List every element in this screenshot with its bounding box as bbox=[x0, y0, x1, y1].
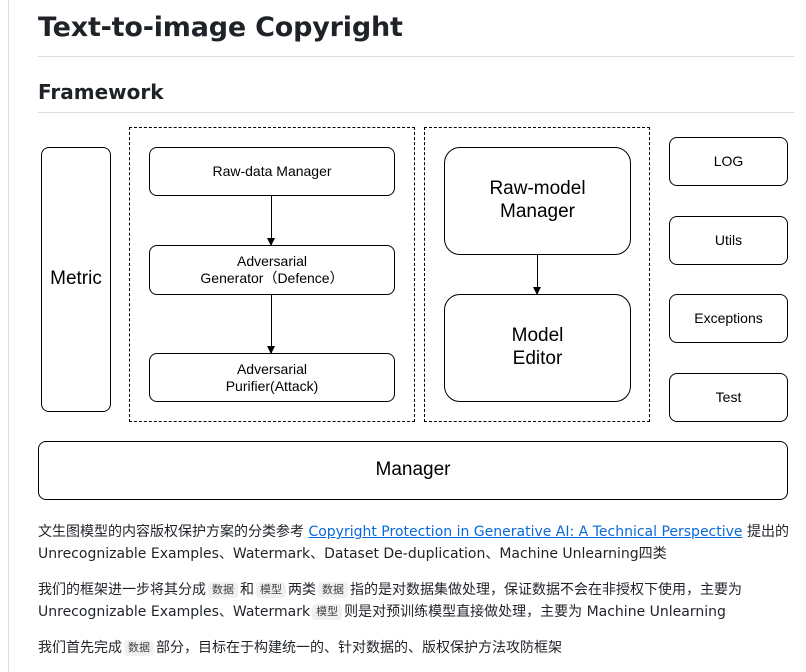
paragraph-classification: 文生图模型的内容版权保护方案的分类参考 Copyright Protection… bbox=[38, 521, 794, 565]
inline-code-data: 数据 bbox=[318, 582, 348, 598]
raw-data-manager-box: Raw-data Manager bbox=[149, 147, 395, 196]
model-module-group bbox=[424, 127, 650, 422]
exceptions-box: Exceptions bbox=[669, 294, 788, 343]
inline-code-model: 模型 bbox=[256, 582, 286, 598]
left-border bbox=[8, 0, 9, 672]
paragraph-text: 我们的框架进一步将其分成 bbox=[38, 582, 206, 598]
arrow-down-1 bbox=[267, 196, 275, 246]
metric-box: Metric bbox=[41, 147, 111, 412]
utils-box: Utils bbox=[669, 216, 788, 265]
model-editor-box: Model Editor bbox=[444, 294, 631, 402]
paragraph-text: 提出的 Unrecognizable Examples、Watermark、Da… bbox=[38, 524, 789, 562]
paragraph-text: 文生图模型的内容版权保护方案的分类参考 bbox=[38, 524, 309, 540]
paragraph-framework-split: 我们的框架进一步将其分成数据和模型两类数据指的是对数据集做处理，保证数据不会在非… bbox=[38, 579, 794, 623]
inline-code-model: 模型 bbox=[312, 604, 343, 620]
paragraph-text: 则是对预训练模型直接做处理，主要为 Machine Unlearning bbox=[344, 604, 726, 620]
arrow-down-2 bbox=[267, 295, 275, 354]
paper-link[interactable]: Copyright Protection in Generative AI: A… bbox=[308, 524, 743, 540]
manager-box: Manager bbox=[38, 441, 788, 500]
framework-diagram: Metric Raw-data Manager Adversarial Gene… bbox=[38, 127, 788, 500]
data-module-group bbox=[129, 127, 415, 422]
raw-model-manager-box: Raw-model Manager bbox=[444, 147, 631, 255]
section-divider bbox=[38, 112, 794, 113]
paragraph-text: 指的是对数据集做处理，保证数据不会在非授权下使用，主要为 Unrecogniza… bbox=[38, 582, 742, 620]
inline-code-data: 数据 bbox=[208, 582, 238, 598]
inline-code-data: 数据 bbox=[124, 640, 154, 656]
adversarial-purifier-box: Adversarial Purifier(Attack) bbox=[149, 353, 395, 402]
paragraph-first-step: 我们首先完成数据部分，目标在于构建统一的、针对数据的、版权保护方法攻防框架 bbox=[38, 637, 794, 659]
log-box: LOG bbox=[669, 137, 788, 186]
paragraph-text: 两类 bbox=[288, 582, 316, 598]
title-divider bbox=[38, 56, 794, 57]
paragraph-text: 和 bbox=[240, 582, 254, 598]
test-box: Test bbox=[669, 373, 788, 422]
adversarial-generator-box: Adversarial Generator（Defence） bbox=[149, 245, 395, 295]
paragraph-text: 部分，目标在于构建统一的、针对数据的、版权保护方法攻防框架 bbox=[156, 640, 562, 656]
paragraph-text: 我们首先完成 bbox=[38, 640, 122, 656]
arrow-down-3 bbox=[533, 255, 541, 295]
page-title: Text-to-image Copyright bbox=[38, 12, 403, 43]
section-heading: Framework bbox=[38, 80, 164, 104]
